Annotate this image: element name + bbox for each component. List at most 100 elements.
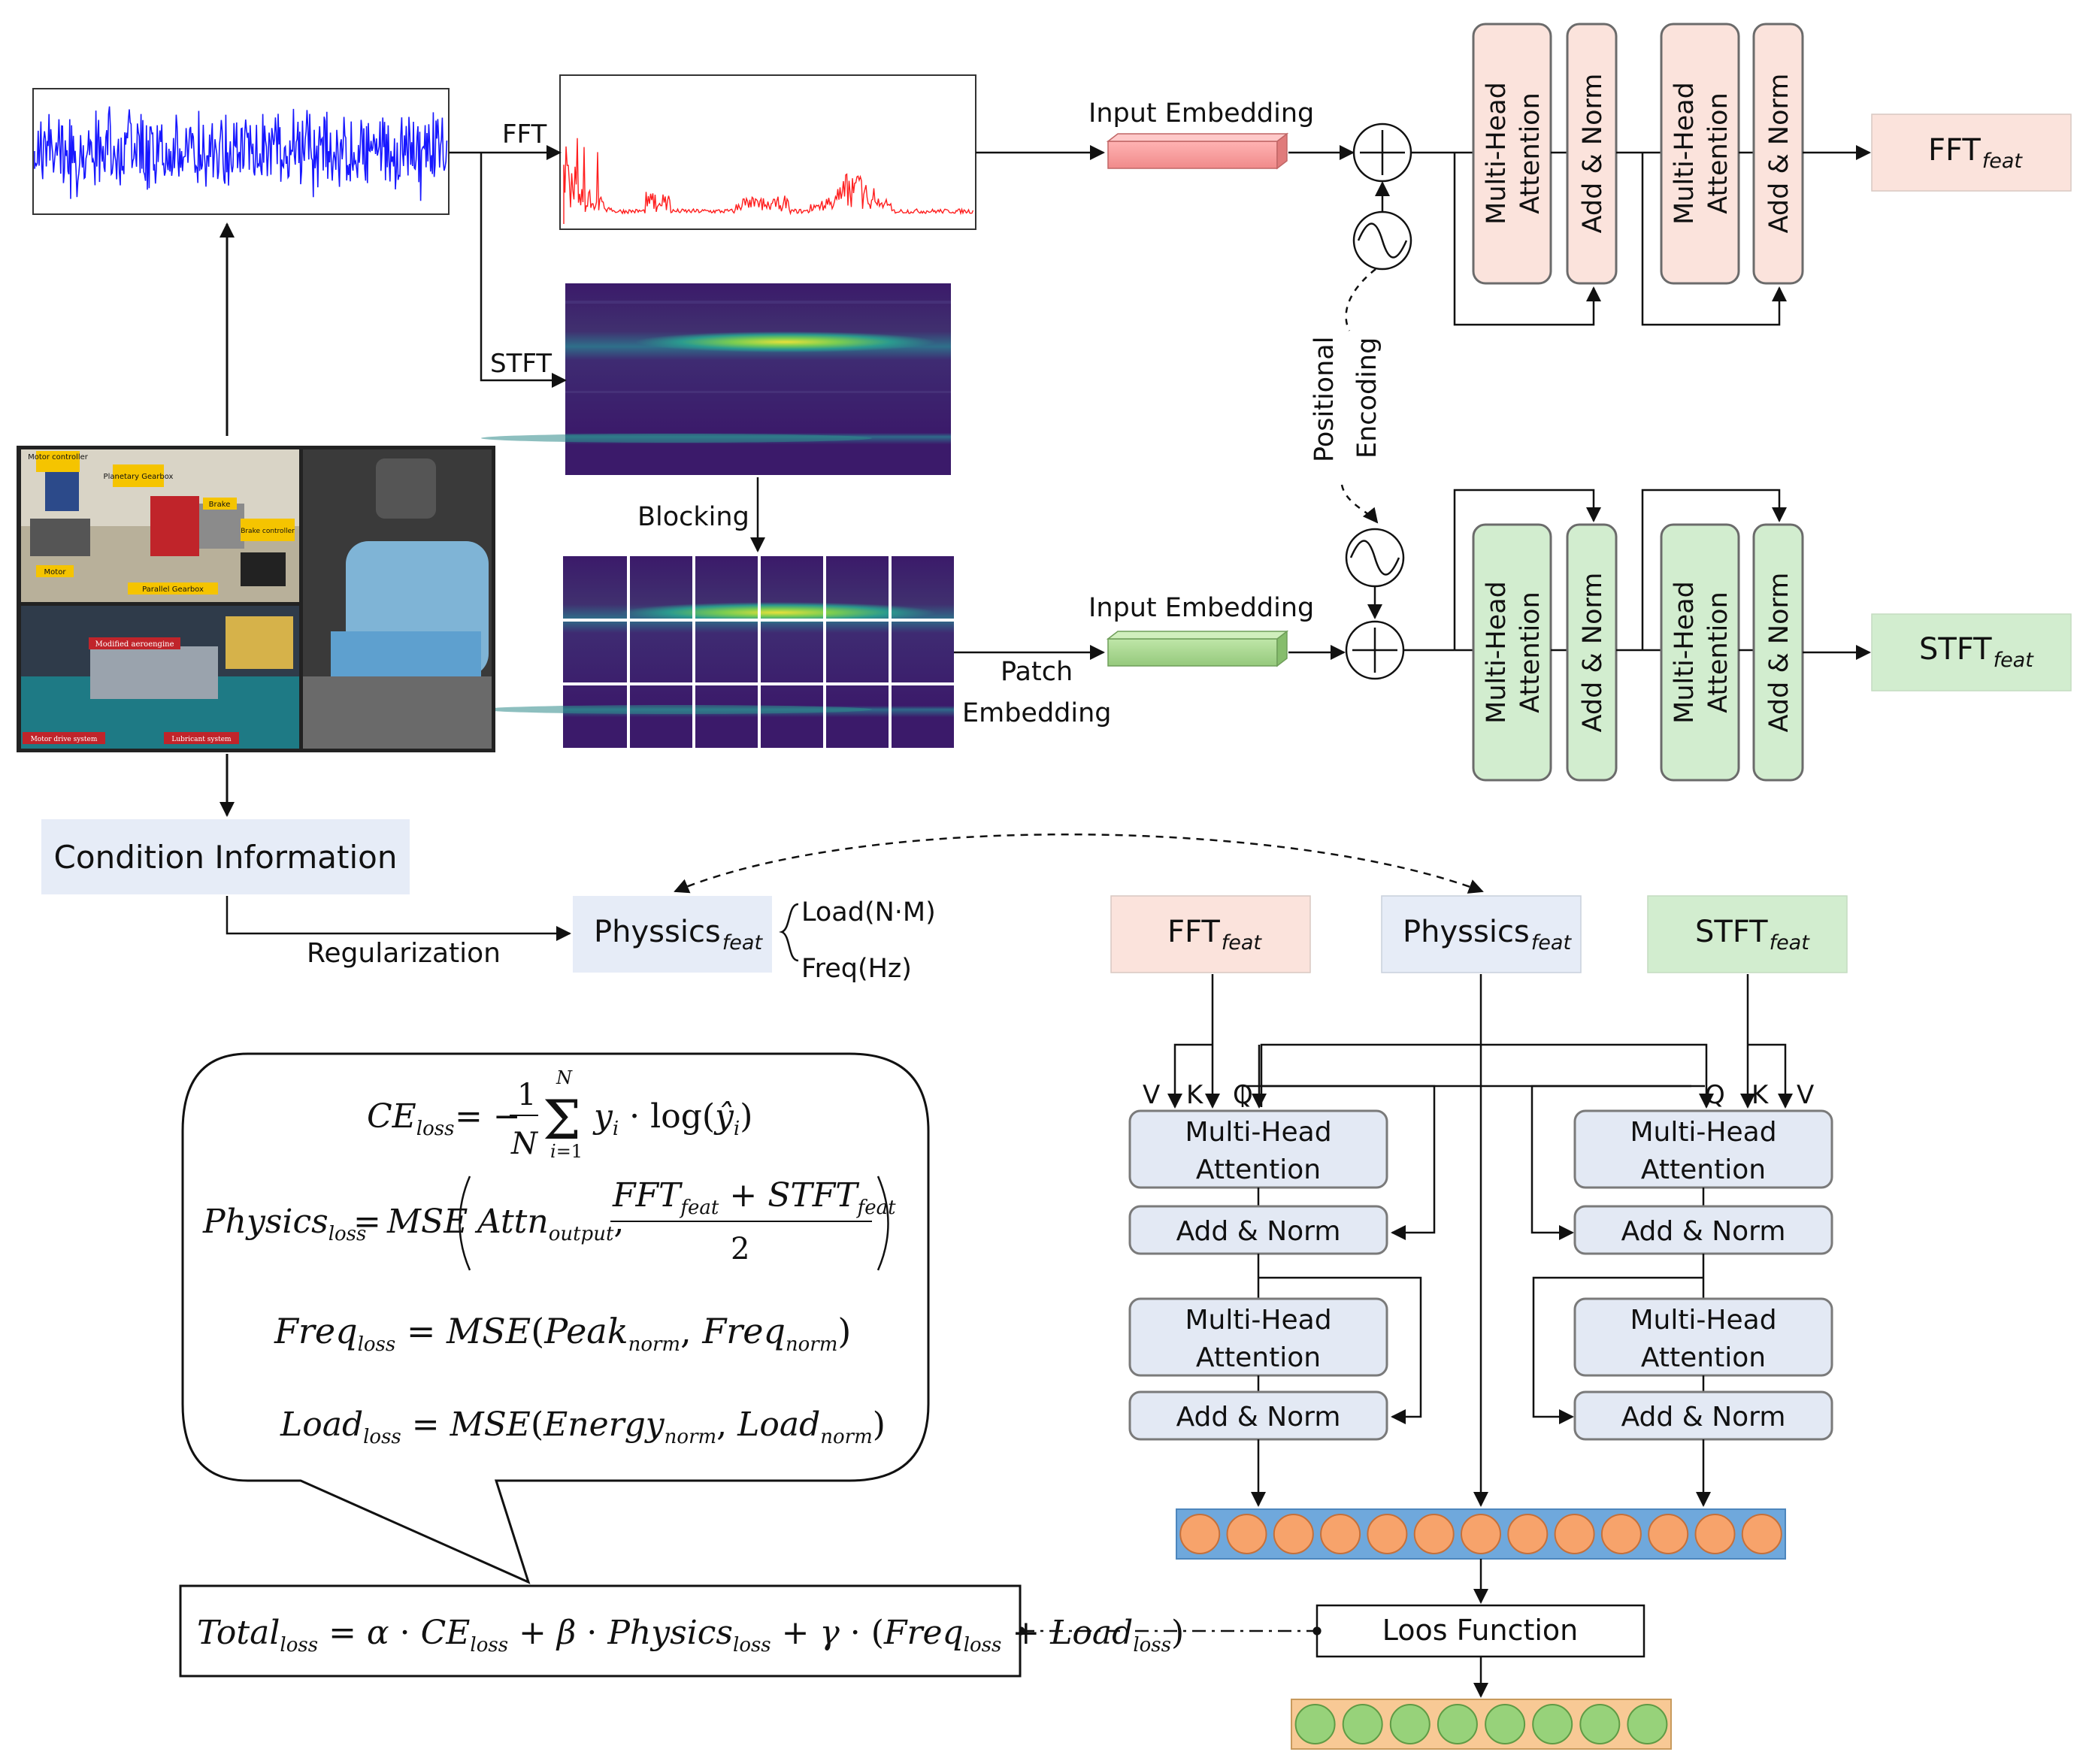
fft-mha-2-line1: Multi-Head bbox=[1670, 82, 1700, 225]
stft-branch-label: STFT bbox=[490, 349, 552, 379]
physics-center-sub: feat bbox=[1531, 931, 1573, 955]
output-token-4 bbox=[1437, 1704, 1478, 1744]
right-cross-attention-wiring bbox=[1530, 974, 1793, 1240]
physics-feat-box-center: Physsicsfeat bbox=[1381, 895, 1582, 973]
fused-token-10 bbox=[1600, 1514, 1642, 1554]
tag-lubricant-system: Lubricant system bbox=[171, 736, 232, 743]
load-nm-label: Load(N·M) bbox=[801, 897, 936, 927]
fused-token-13 bbox=[1741, 1514, 1782, 1554]
right-q-label: Q bbox=[1705, 1080, 1725, 1110]
stft-addnorm-2-text: Add & Norm bbox=[1764, 573, 1794, 733]
loss-function-box: Loos Function bbox=[1315, 1604, 1645, 1658]
stft-mha-2-line1: Multi-Head bbox=[1670, 581, 1700, 724]
stft-mha-1-line1: Multi-Head bbox=[1482, 581, 1512, 724]
fft-feat-output-box: FFTfeat bbox=[1871, 113, 2072, 192]
tag-brake: Brake bbox=[209, 501, 231, 509]
blocked-spectrogram bbox=[481, 556, 954, 748]
fft-encoder: Multi-Head Attention Add & Norm Multi-He… bbox=[1411, 23, 1871, 326]
stft-spectrogram bbox=[481, 283, 951, 475]
fused-token-5 bbox=[1367, 1514, 1408, 1554]
fft-addnorm-block-2 bbox=[1752, 23, 1804, 285]
fft-input-embedding bbox=[1106, 132, 1289, 170]
tag-brake-controller: Brake controller bbox=[241, 528, 295, 535]
output-token-5 bbox=[1485, 1704, 1526, 1744]
pos-enc-dashed-down bbox=[1340, 484, 1379, 524]
stft-mha-block-2 bbox=[1660, 523, 1740, 782]
output-token-6 bbox=[1532, 1704, 1573, 1744]
fft-branch-label: FFT bbox=[502, 120, 547, 150]
fused-token-3 bbox=[1273, 1514, 1314, 1554]
physics-feat-box-left: Physsicsfeat bbox=[573, 896, 772, 973]
tag-planetary-gearbox: Planetary Gearbox bbox=[104, 473, 174, 481]
right-cross-attention-stack: Multi-Head Attention Add & Norm Multi-He… bbox=[1532, 1109, 1833, 1507]
fft-mha-block-2 bbox=[1660, 23, 1740, 285]
stft-feat-box-bottom: STFTfeat bbox=[1647, 895, 1848, 973]
stft-input-embedding bbox=[1106, 630, 1289, 667]
loss-formula-bubble bbox=[181, 1052, 930, 1584]
test-rig-photos: Motor controller Planetary Gearbox Brake… bbox=[17, 446, 495, 752]
svg-text:= −: = − bbox=[455, 1097, 521, 1136]
condition-information-box: Condition Information bbox=[41, 819, 410, 894]
fft-addnorm-2-text: Add & Norm bbox=[1764, 74, 1794, 234]
tag-motor-controller-1: Motor controller bbox=[28, 453, 89, 461]
arrow-regularization bbox=[226, 896, 571, 941]
left-addnorm-1-text: Add & Norm bbox=[1176, 1216, 1341, 1247]
left-k-label: K bbox=[1186, 1080, 1204, 1110]
output-token-8 bbox=[1627, 1704, 1668, 1744]
fused-token-11 bbox=[1648, 1514, 1689, 1554]
svg-text:FFTfeat: FFTfeat bbox=[1167, 915, 1262, 955]
right-mha-2-line2: Attention bbox=[1641, 1342, 1766, 1373]
fft-plus-node bbox=[1352, 123, 1412, 183]
physics-link-dashed-arc bbox=[674, 834, 1484, 894]
svg-text:FFTfeat + STFTfeat: FFTfeat + STFTfeat bbox=[612, 1176, 896, 1219]
fft-positional-sine-icon bbox=[1352, 210, 1412, 271]
stft-positional-sine-icon bbox=[1345, 528, 1405, 588]
left-mha-1-line2: Attention bbox=[1196, 1154, 1321, 1185]
photo-tags: Motor controller Planetary Gearbox Brake… bbox=[23, 451, 295, 744]
fft-mha-1-line1: Multi-Head bbox=[1482, 82, 1512, 225]
fft-feat-sub: feat bbox=[1982, 150, 2024, 173]
stft-feat-sub: feat bbox=[1994, 649, 2035, 672]
right-k-label: K bbox=[1751, 1080, 1770, 1110]
left-mha-2-line2: Attention bbox=[1196, 1342, 1321, 1373]
svg-text:Physsicsfeat: Physsicsfeat bbox=[594, 915, 763, 955]
total-loss-formula-box: Totalloss = α · CEloss + β · Physicsloss… bbox=[179, 1584, 1184, 1678]
left-addnorm-2-text: Add & Norm bbox=[1176, 1402, 1341, 1433]
fused-token-12 bbox=[1694, 1514, 1736, 1554]
fused-token-2 bbox=[1226, 1514, 1267, 1554]
tag-modified-aeroengine: Modified aeroengine bbox=[95, 640, 174, 649]
svg-text:N: N bbox=[556, 1067, 573, 1088]
condition-information-text: Condition Information bbox=[54, 839, 398, 876]
left-v-label: V bbox=[1143, 1080, 1160, 1110]
fft-feat-main: FFT bbox=[1928, 133, 1981, 168]
fused-token-6 bbox=[1413, 1514, 1455, 1554]
svg-text:N: N bbox=[510, 1127, 539, 1161]
svg-text:1: 1 bbox=[517, 1078, 536, 1112]
vibration-signal-plot bbox=[32, 88, 450, 215]
svg-text:STFTfeat: STFTfeat bbox=[1695, 915, 1810, 955]
vibration-waveform bbox=[34, 106, 448, 201]
blocking-label: Blocking bbox=[637, 502, 749, 532]
loss-function-text: Loos Function bbox=[1382, 1614, 1579, 1647]
svg-text:Σ: Σ bbox=[543, 1088, 581, 1151]
left-cross-attention-stack: Multi-Head Attention Add & Norm Multi-He… bbox=[1128, 1109, 1422, 1507]
svg-text:FFTfeat: FFTfeat bbox=[1928, 133, 2023, 173]
stft-feat-main: STFT bbox=[1919, 632, 1992, 667]
positional-label: Positional bbox=[1309, 337, 1340, 462]
stft-mha-block-1 bbox=[1472, 523, 1552, 782]
svg-text:i=1: i=1 bbox=[550, 1141, 583, 1162]
stft-feat-bottom-sub: feat bbox=[1770, 931, 1811, 955]
ce-loss-formula: CEloss = − 1 N N Σ i=1 yi · log(ŷi) bbox=[367, 1067, 752, 1162]
fft-addnorm-block-1 bbox=[1566, 23, 1618, 285]
embedding-label: Embedding bbox=[962, 698, 1112, 728]
pos-enc-dashed-up bbox=[1345, 268, 1376, 331]
svg-text:=: = bbox=[353, 1203, 381, 1241]
tag-motor-drive-system: Motor drive system bbox=[31, 736, 98, 743]
fused-token-4 bbox=[1320, 1514, 1361, 1554]
svg-text:Physsicsfeat: Physsicsfeat bbox=[1403, 915, 1572, 955]
output-tokens bbox=[1294, 1704, 1668, 1744]
left-cross-attention-wiring bbox=[1167, 974, 1714, 1240]
right-mha-1-line1: Multi-Head bbox=[1630, 1117, 1776, 1148]
output-token-7 bbox=[1579, 1704, 1621, 1744]
